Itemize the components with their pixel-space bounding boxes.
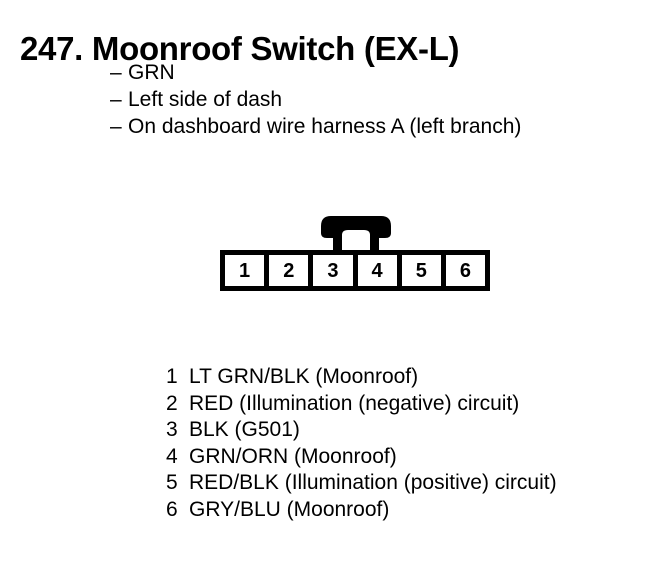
legend-wire-description: RED (Illumination (negative) circuit): [189, 391, 520, 415]
pin-cell-1: 1: [225, 255, 265, 286]
legend-row: 4 GRN/ORN (Moonroof): [166, 444, 636, 471]
legend-row: 3 BLK (G501): [166, 417, 636, 444]
legend-pin-number: 4: [166, 444, 178, 468]
page-title: 247. Moonroof Switch (EX-L): [20, 30, 460, 68]
pin-cell-2: 2: [269, 255, 309, 286]
pin-cell-6: 6: [445, 255, 486, 286]
description-text: GRN: [128, 61, 175, 84]
legend-pin-number: 2: [166, 391, 178, 415]
dash-marker: –: [110, 88, 122, 111]
description-line: –On dashboard wire harness A (left branc…: [110, 113, 650, 140]
connector-latch-icon: [321, 216, 391, 252]
description-line: –GRN: [110, 59, 650, 86]
description-text: On dashboard wire harness A (left branch…: [128, 115, 522, 138]
connector-body: 1 2 3 4 5 6: [220, 250, 490, 291]
legend-wire-description: LT GRN/BLK (Moonroof): [189, 365, 419, 388]
pin-cell-4: 4: [357, 255, 397, 286]
legend-wire-description: GRN/ORN (Moonroof): [189, 444, 397, 468]
legend-pin-number: 3: [166, 418, 178, 441]
legend-pin-number: 6: [166, 497, 178, 521]
connector-diagram: 1 2 3 4 5 6: [220, 216, 492, 294]
legend-wire-description: BLK (G501): [189, 418, 300, 441]
pin-cell-3: 3: [313, 255, 353, 286]
legend-pin-number: 1: [166, 365, 178, 388]
dash-marker: –: [110, 115, 122, 138]
description-text: Left side of dash: [128, 88, 283, 111]
legend-row: 1 LT GRN/BLK (Moonroof): [166, 364, 636, 391]
legend-row: 2 RED (Illumination (negative) circuit): [166, 391, 636, 418]
dash-marker: –: [110, 61, 122, 84]
pin-legend-list: 1 LT GRN/BLK (Moonroof) 2 RED (Illuminatio…: [166, 364, 636, 523]
description-list: –GRN –Left side of dash –On dashboard wi…: [110, 59, 650, 140]
legend-row: 6 GRY/BLU (Moonroof): [166, 497, 636, 524]
pin-cell-5: 5: [401, 255, 441, 286]
description-line: –Left side of dash: [110, 86, 650, 113]
legend-pin-number: 5: [166, 471, 178, 494]
legend-wire-description: GRY/BLU (Moonroof): [189, 497, 390, 521]
legend-row: 5 RED/BLK (Illumination (positive) circui…: [166, 470, 636, 497]
legend-wire-description: RED/BLK (Illumination (positive) circuit…: [189, 471, 557, 494]
